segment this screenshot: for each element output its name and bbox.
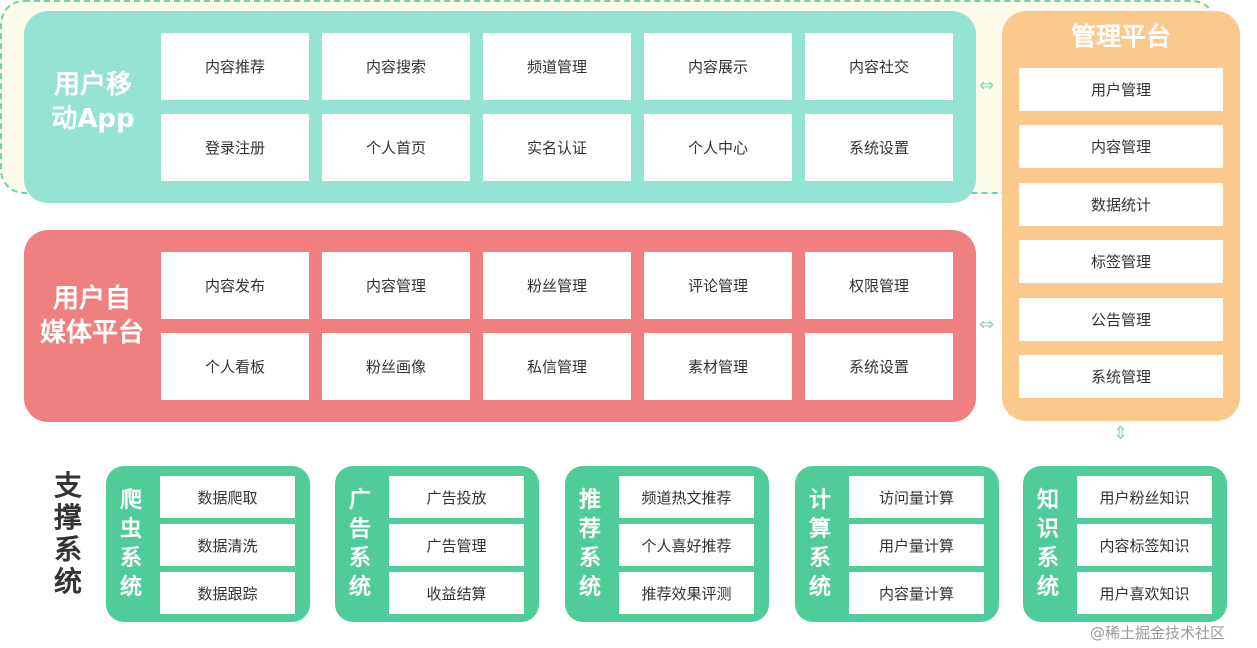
admin-item: 数据统计 — [1019, 183, 1223, 226]
crawler-item: 数据清洗 — [160, 524, 295, 566]
media-item: 素材管理 — [644, 333, 792, 400]
admin-item: 内容管理 — [1019, 125, 1223, 168]
double-arrow-icon: ⇔ — [979, 314, 995, 335]
crawler-system-title: 爬 虫 系 统 — [119, 488, 142, 600]
admin-platform-title: 管理平台 — [1070, 22, 1171, 51]
knowledge-item: 内容标签知识 — [1077, 524, 1212, 566]
recommendation-item: 频道热文推荐 — [619, 476, 754, 518]
mobile-item: 内容社交 — [805, 33, 953, 100]
media-item: 权限管理 — [805, 252, 953, 319]
media-item: 粉丝画像 — [322, 333, 470, 400]
mobile-item: 内容推荐 — [161, 33, 309, 100]
computing-item: 访问量计算 — [849, 476, 984, 518]
media-item: 粉丝管理 — [483, 252, 631, 319]
mobile-item: 内容展示 — [644, 33, 792, 100]
knowledge-item: 用户喜欢知识 — [1077, 572, 1212, 614]
knowledge-system-title: 知 识 系 统 — [1036, 488, 1059, 600]
computing-item: 内容量计算 — [849, 572, 984, 614]
computing-item: 用户量计算 — [849, 524, 984, 566]
ad-item: 广告管理 — [389, 524, 524, 566]
watermark: @稀土掘金技术社区 — [1090, 624, 1226, 642]
media-item: 个人看板 — [161, 333, 309, 400]
media-item: 内容管理 — [322, 252, 470, 319]
double-arrow-icon: ⇔ — [979, 75, 995, 96]
ad-system-title: 广 告 系 统 — [348, 488, 371, 600]
media-item: 私信管理 — [483, 333, 631, 400]
mobile-app-title: 用户移 动App — [51, 70, 135, 134]
mobile-item: 登录注册 — [161, 114, 309, 181]
recommendation-system-title: 推 荐 系 统 — [578, 488, 601, 600]
admin-item: 标签管理 — [1019, 240, 1223, 283]
double-arrow-vertical-icon: ⇕ — [1113, 423, 1129, 444]
mobile-item: 实名认证 — [483, 114, 631, 181]
mobile-item: 内容搜索 — [322, 33, 470, 100]
computing-system-title: 计 算 系 统 — [808, 488, 831, 600]
mobile-item: 频道管理 — [483, 33, 631, 100]
mobile-item: 系统设置 — [805, 114, 953, 181]
recommendation-item: 个人喜好推荐 — [619, 524, 754, 566]
crawler-item: 数据跟踪 — [160, 572, 295, 614]
media-platform-title: 用户自 媒体平台 — [39, 284, 144, 348]
admin-item: 用户管理 — [1019, 68, 1223, 111]
ad-item: 收益结算 — [389, 572, 524, 614]
support-system-title: 支 撑 系 统 — [53, 469, 82, 598]
crawler-item: 数据爬取 — [160, 476, 295, 518]
admin-item: 系统管理 — [1019, 355, 1223, 398]
media-item: 系统设置 — [805, 333, 953, 400]
mobile-item: 个人首页 — [322, 114, 470, 181]
media-item: 评论管理 — [644, 252, 792, 319]
media-item: 内容发布 — [161, 252, 309, 319]
ad-item: 广告投放 — [389, 476, 524, 518]
recommendation-item: 推荐效果评测 — [619, 572, 754, 614]
knowledge-item: 用户粉丝知识 — [1077, 476, 1212, 518]
admin-item: 公告管理 — [1019, 298, 1223, 341]
mobile-item: 个人中心 — [644, 114, 792, 181]
